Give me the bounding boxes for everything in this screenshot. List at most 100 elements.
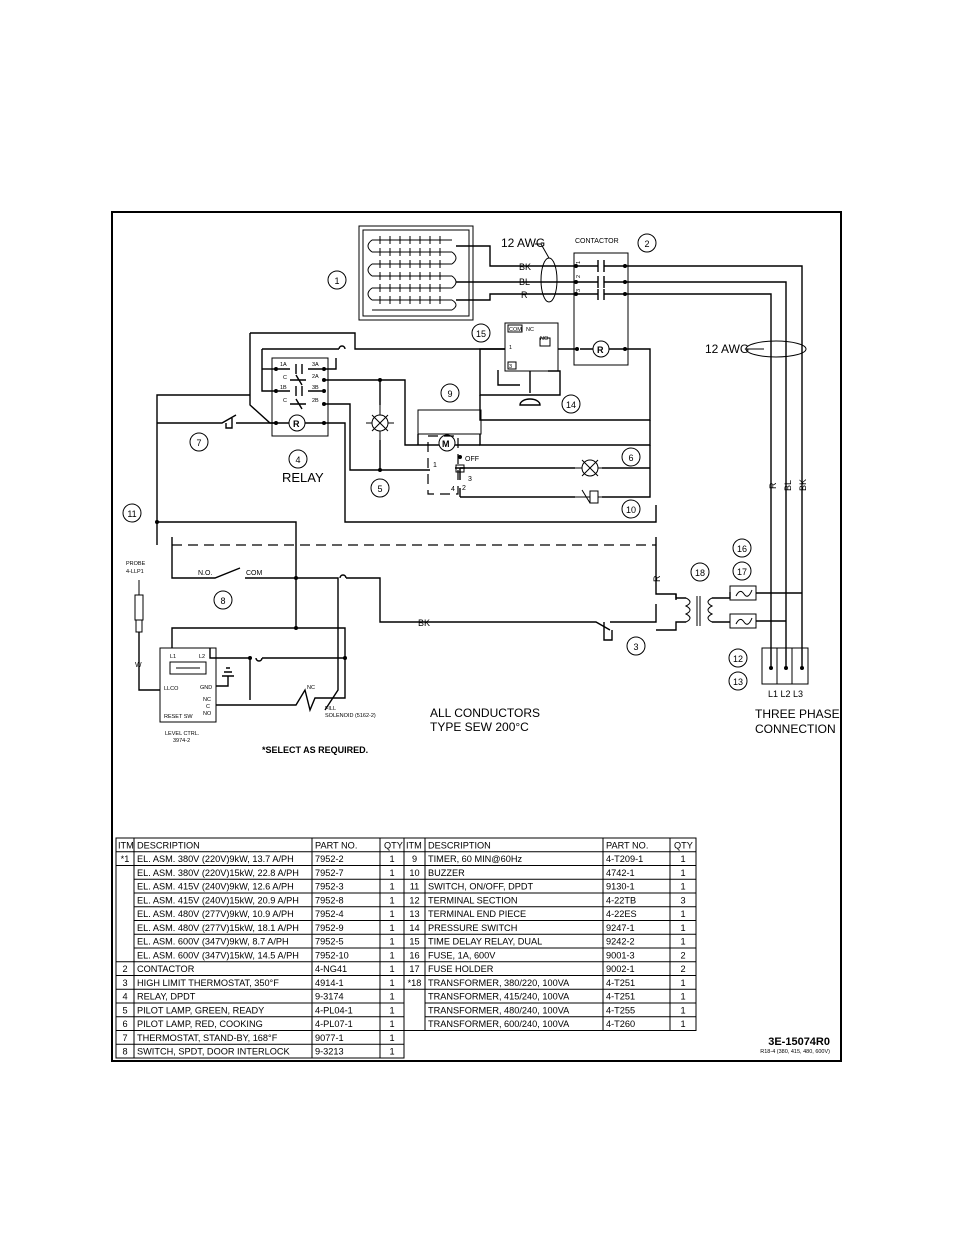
label-com: COM (246, 570, 263, 577)
svg-text:16: 16 (737, 544, 747, 554)
table-cell-description: HIGH LIMIT THERMOSTAT, 350°F (137, 978, 279, 988)
relay-coil-r: R (293, 419, 300, 429)
table-cell-description: THERMOSTAT, STAND-BY, 168°F (137, 1033, 278, 1043)
svg-text:8: 8 (220, 596, 225, 606)
table-cell-itm: 10 (409, 868, 419, 878)
table-cell-qty: 1 (389, 923, 394, 933)
table-cell-description: FUSE, 1A, 600V (428, 950, 496, 960)
table-cell-description: TRANSFORMER, 600/240, 100VA (428, 1019, 570, 1029)
lc-term-c: C (206, 704, 210, 710)
table-cell-qty: 1 (389, 895, 394, 905)
buzzer (575, 489, 602, 504)
balloon-3: 3 (626, 636, 646, 656)
balloon-12: 12 (728, 648, 748, 668)
table-cell-description: PILOT LAMP, GREEN, READY (137, 1005, 264, 1015)
drawing-number: 3E-15074R0 (768, 1036, 830, 1048)
balloon-16: 16 (732, 538, 752, 558)
level-control: L1 L2 LLCO GND NC C NO RESET SW (159, 647, 217, 723)
terminal-block (761, 647, 809, 685)
contactor-term-3: 3 (576, 289, 582, 292)
timer-term-1: 1 (433, 462, 437, 469)
tdr-term-3: 3 (509, 364, 512, 370)
table-cell-itm: *1 (121, 854, 130, 864)
table-cell-qty: 1 (389, 868, 394, 878)
table-cell-itm: 17 (409, 964, 419, 974)
balloon-15: 15 (471, 323, 491, 343)
balloon-17: 17 (732, 561, 752, 581)
label-12awg-top: 12 AWG (501, 236, 545, 250)
label-relay: RELAY (282, 470, 324, 485)
table-cell-description: RELAY, DPDT (137, 992, 196, 1002)
table-cell-description: SWITCH, SPDT, DOOR INTERLOCK (137, 1047, 290, 1057)
table-cell-description: TRANSFORMER, 415/240, 100VA (428, 992, 570, 1002)
time-delay-relay: COM NC NO 1 3 (504, 322, 559, 372)
table-cell-description: EL. ASM. 600V (347V)15kW, 14.5 A/PH (137, 950, 299, 960)
table-cell-part-no: 4-T260 (606, 1019, 635, 1029)
table-header-qty: QTY (674, 840, 693, 850)
table-cell-itm: 4 (122, 992, 127, 1002)
label-three-phase: THREE PHASE (755, 707, 840, 721)
table-cell-description: TRANSFORMER, 380/220, 100VA (428, 978, 570, 988)
contactor-coil-r: R (597, 345, 604, 355)
table-cell-qty: 1 (389, 950, 394, 960)
lc-term-reset: RESET SW (164, 714, 193, 720)
table-cell-itm: 2 (122, 964, 127, 974)
table-cell-itm: 6 (122, 1019, 127, 1029)
balloon-2: 2 (637, 233, 657, 253)
svg-text:17: 17 (737, 567, 747, 577)
table-cell-part-no: 9242-2 (606, 937, 635, 947)
timer-term-4: 4 (451, 486, 455, 493)
table-cell-qty: 1 (389, 992, 394, 1002)
contactor: 1 2 3 R (573, 252, 629, 366)
table-cell-qty: 1 (389, 1005, 394, 1015)
balloon-7: 7 (189, 432, 209, 452)
table-cell-description: TIME DELAY RELAY, DUAL (428, 937, 542, 947)
table-cell-description: TIMER, 60 MIN@60Hz (428, 854, 522, 864)
label-bl-top: BL (519, 277, 530, 287)
table-cell-part-no: 4-NG41 (315, 964, 347, 974)
balloon-13: 13 (728, 671, 748, 691)
table-cell-qty: 1 (680, 882, 685, 892)
svg-text:13: 13 (733, 677, 743, 687)
timer-term-2: 2 (462, 485, 466, 492)
probe (134, 580, 160, 691)
table-header-qty: QTY (384, 840, 403, 850)
lc-term-l1: L1 (170, 654, 176, 660)
table-cell-part-no: 7952-3 (315, 882, 344, 892)
tdr-term-com: COM (509, 327, 522, 333)
table-cell-description: CONTACTOR (137, 964, 195, 974)
table-cell-description: SWITCH, ON/OFF, DPDT (428, 882, 534, 892)
label-contactor: CONTACTOR (575, 238, 619, 245)
table-cell-qty: 1 (680, 1019, 685, 1029)
svg-text:18: 18 (695, 568, 705, 578)
label-level-ctrl: LEVEL CTRL. (165, 731, 200, 737)
pilot-lamp-cooking (575, 459, 602, 477)
balloon-11: 11 (122, 503, 142, 523)
relay-term-2b: 2B (312, 398, 319, 404)
table-cell-part-no: 7952-10 (315, 950, 349, 960)
svg-text:15: 15 (476, 329, 486, 339)
label-bl-vert: BL (783, 480, 793, 491)
table-cell-qty: 1 (389, 964, 394, 974)
label-12awg-right: 12 AWG (705, 342, 749, 356)
relay-term-2a: 2A (312, 374, 319, 380)
fuse-holders (729, 585, 802, 629)
table-cell-description: PILOT LAMP, RED, COOKING (137, 1019, 263, 1029)
balloon-9: 9 (440, 383, 460, 403)
label-connection: CONNECTION (755, 722, 836, 736)
table-cell-part-no: 9-3174 (315, 992, 344, 1002)
table-cell-itm: 15 (409, 937, 419, 947)
tdr-term-1: 1 (509, 345, 512, 351)
balloon-18: 18 (690, 562, 710, 582)
table-cell-description: EL. ASM. 480V (277V)15kW, 18.1 A/PH (137, 923, 299, 933)
relay-term-1b: 1B (280, 385, 287, 391)
label-nc: NC (307, 685, 315, 691)
svg-text:11: 11 (127, 509, 136, 519)
contactor-term-1: 1 (576, 261, 582, 264)
note-conductors-1: ALL CONDUCTORS (430, 706, 540, 720)
label-w: W (135, 662, 142, 669)
table-header-itm: ITM (118, 840, 134, 850)
table-cell-qty: 1 (680, 868, 685, 878)
table-cell-itm: 16 (409, 950, 419, 960)
